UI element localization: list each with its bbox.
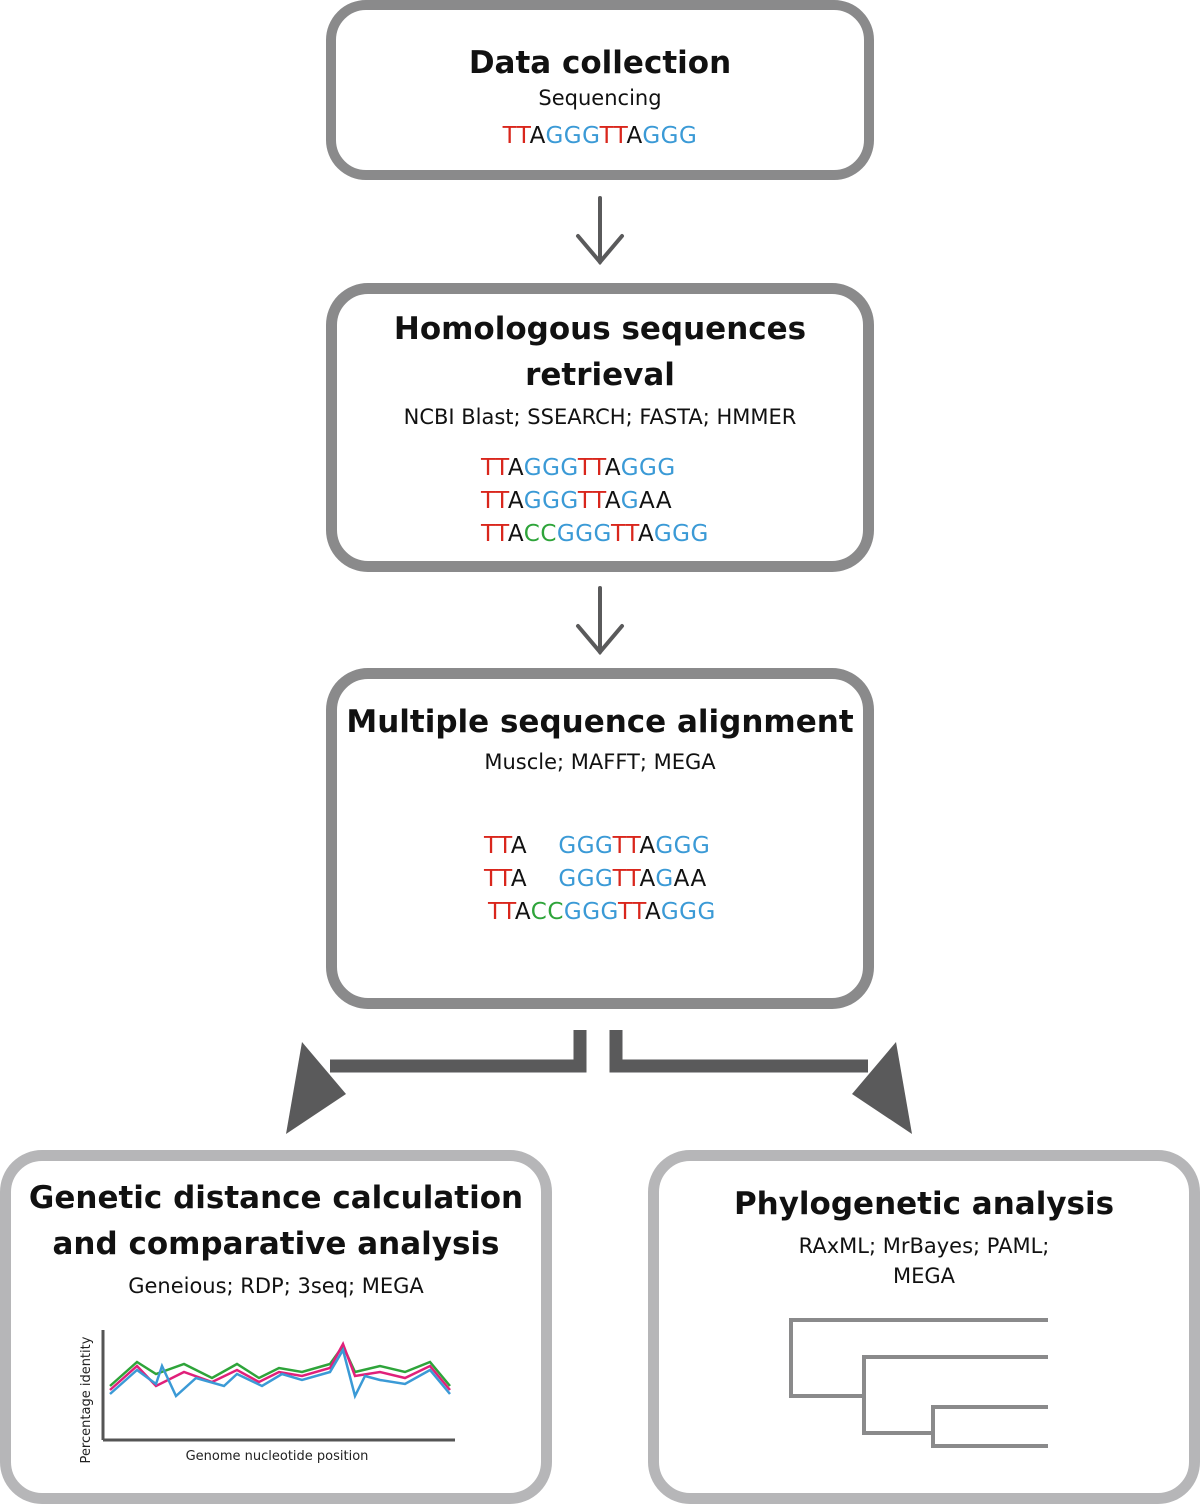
retrieval-tools: NCBI Blast; SSEARCH; FASTA; HMMER (403, 405, 797, 429)
sequence-segment: GGG (653, 521, 709, 547)
sequence-segment: A (644, 899, 661, 925)
retrieval-sequence-3: TTACCGGGTTAGGG (481, 518, 709, 551)
identity-plot: Percentage identity Genome nucleotide po… (79, 1330, 455, 1464)
sequence-segment: A (604, 455, 621, 481)
identity-line-magenta (109, 1340, 451, 1391)
sequence-segment: A (604, 488, 621, 514)
sequence-segment: CC (530, 899, 564, 925)
retrieval-title-line2: retrieval (525, 357, 675, 393)
sequence-segment: CC (523, 521, 557, 547)
sequence-segment: TT (612, 866, 640, 892)
alignment-box: Multiple sequence alignment Muscle; MAFF… (326, 668, 874, 1009)
sequence-segment: AA (639, 488, 673, 514)
sequence-segment: GGG (558, 866, 613, 892)
sequence-segment: TT (618, 899, 645, 925)
identity-line-green (109, 1343, 451, 1387)
phylogenetic-box: Phylogenetic analysis RAxML; MrBayes; PA… (648, 1150, 1200, 1504)
sequence-segment: TT (599, 123, 627, 149)
retrieval-sequence-1: TTAGGGTTAGGG (481, 452, 709, 485)
data-collection-tools: Sequencing (538, 86, 662, 110)
sequence-segment: A (507, 455, 524, 481)
sequence-segment: A (529, 123, 546, 149)
sequence-segment: GGG (563, 899, 619, 925)
sequence-segment: G (620, 488, 640, 514)
arrow-alignment-to-distance (286, 1030, 587, 1134)
distance-box: Genetic distance calculation and compara… (0, 1150, 552, 1504)
sequence-segment: A (507, 521, 524, 547)
alignment-sequence-1: TTA GGGTTAGGG (484, 830, 716, 863)
collection-sequence: TTAGGGTTAGGG (336, 120, 864, 153)
sequence-segment: GGG (545, 123, 600, 149)
sequence-segment: A (510, 833, 559, 859)
sequence-segment: GGG (655, 833, 711, 859)
sequence-segment: TT (484, 833, 511, 859)
phylogenetic-tree (789, 1318, 1048, 1448)
sequence-segment: TT (577, 455, 605, 481)
sequence-segment: A (514, 899, 531, 925)
arrow-collection-to-retrieval (576, 196, 624, 266)
tree-branch-leaves (931, 1405, 1048, 1448)
alignment-sequence-3: TTACCGGGTTAGGG (484, 896, 716, 929)
sequence-segment: TT (481, 488, 508, 514)
phylogenetic-tools-line2: MEGA (892, 1264, 956, 1288)
arrow-retrieval-to-alignment (576, 586, 624, 656)
sequence-segment: GGG (642, 123, 698, 149)
phylogenetic-tools-line1: RAxML; MrBayes; PAML; (798, 1234, 1050, 1258)
sequence-segment: GGG (556, 521, 612, 547)
alignment-title: Multiple sequence alignment (346, 704, 854, 740)
data-collection-title: Data collection (468, 45, 732, 81)
sequence-segment: A (639, 866, 656, 892)
sequence-segment: AA (673, 866, 707, 892)
sequence-segment: TT (502, 123, 530, 149)
tree-branch-root (789, 1318, 1048, 1398)
sequence-segment: A (507, 488, 524, 514)
retrieval-title-line1: Homologous sequences (393, 311, 807, 347)
alignment-sequences: TTA GGGTTAGGG TTA GGGTTAGAA TTACCGGGTTAG… (484, 830, 716, 929)
sequence-segment: A (510, 866, 559, 892)
identity-line-blue (109, 1346, 451, 1400)
retrieval-box: Homologous sequences retrieval NCBI Blas… (326, 283, 874, 572)
plot-x-label: Genome nucleotide position (186, 1449, 369, 1464)
sequence-segment: GGG (660, 899, 716, 925)
sequence-segment: TT (484, 866, 511, 892)
retrieval-sequence-2: TTAGGGTTAGAA (481, 485, 709, 518)
retrieval-sequences: TTAGGGTTAGGG TTAGGGTTAGAA TTACCGGGTTAGGG (481, 452, 709, 551)
sequence-segment: GGG (620, 455, 676, 481)
sequence-segment: GGG (523, 455, 578, 481)
distance-title-line1: Genetic distance calculation (28, 1180, 524, 1216)
phylogenetic-title: Phylogenetic analysis (733, 1186, 1115, 1222)
tree-branch-clade (862, 1355, 1048, 1435)
sequence-segment: TT (481, 455, 508, 481)
sequence-segment: A (639, 833, 656, 859)
sequence-segment: G (655, 866, 674, 892)
sequence-segment: TT (577, 488, 605, 514)
alignment-sequence-2: TTA GGGTTAGAA (484, 863, 716, 896)
sequence-segment: A (626, 123, 643, 149)
sequence-segment: A (637, 521, 654, 547)
sequence-segment: GGG (523, 488, 578, 514)
distance-title-line2: and comparative analysis (52, 1226, 500, 1262)
plot-y-label: Percentage identity (79, 1336, 94, 1463)
distance-tools: Geneious; RDP; 3seq; MEGA (128, 1274, 424, 1298)
sequence-segment: TT (488, 899, 515, 925)
sequence-segment: GGG (558, 833, 613, 859)
alignment-tools: Muscle; MAFFT; MEGA (484, 750, 716, 774)
data-collection-box: Data collection Sequencing TTAGGGTTAGGG (326, 0, 874, 180)
sequence-segment: TT (612, 833, 640, 859)
sequence-segment: TT (481, 521, 508, 547)
sequence-segment: TT (611, 521, 638, 547)
arrow-alignment-to-phylogenetic (609, 1030, 912, 1134)
